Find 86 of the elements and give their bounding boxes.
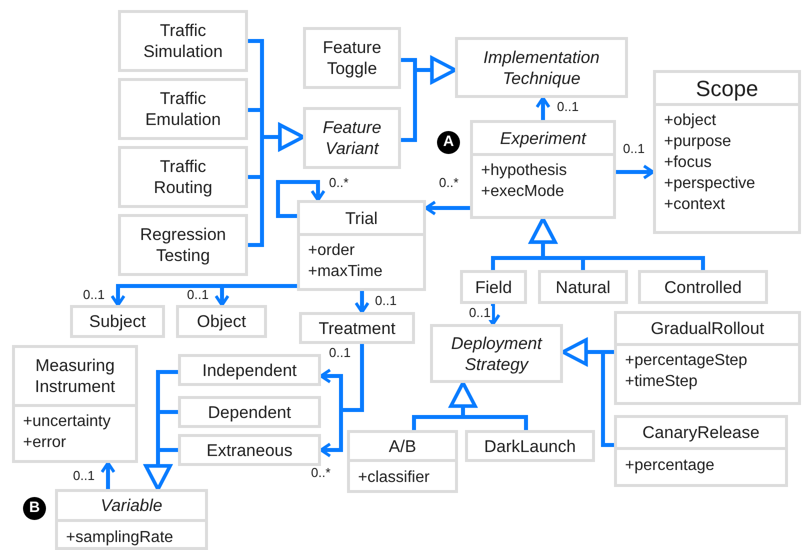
class-box [178,434,321,466]
generalization-arrow [529,217,705,270]
class-name: Natural [556,276,610,298]
class-box [614,311,801,405]
class-box [303,27,401,89]
generalization-arrow [401,56,457,142]
association-arrow [424,200,470,216]
class-name: Feature Variant [322,117,382,159]
multiplicity-label: 0..1 [622,142,646,156]
class-box [465,430,595,462]
class-box [176,305,267,338]
class-name: Traffic Routing [152,156,214,198]
class-box [178,354,321,386]
attribute-list: +hypothesis +execMode [481,160,567,202]
class-box [178,396,321,428]
class-name: A/B [388,436,416,456]
multiplicity-label: 0..* [328,176,350,190]
class-name: Controlled [664,276,742,298]
class-name: Trial [345,208,378,228]
multiplicity-label: 0..1 [72,469,96,483]
association-arrow [354,291,370,314]
class-box [653,70,801,234]
class-box [12,345,138,463]
attribute-list: +classifier [358,467,430,488]
class-box [460,270,527,304]
class-box [299,312,415,344]
class-name: Subject [89,311,146,332]
class-box [455,37,628,98]
class-box [303,107,401,169]
attribute-list: +samplingRate [66,527,174,548]
association-arrow [100,462,116,489]
attribute-list: +uncertainty +error [23,411,111,453]
class-name: Implementation Technique [482,46,601,88]
class-box [430,324,563,383]
class-box [118,214,248,276]
multiplicity-label: 0..1 [82,288,106,302]
association-arrow [276,180,326,218]
attribute-list: +order +maxTime [308,240,383,282]
callout-letter: B [23,497,46,520]
attribute-list: +percentageStep +timeStep [625,350,748,392]
class-box [297,200,426,291]
callout-letter: A [437,131,460,154]
class-box [470,120,616,219]
class-box [118,146,248,208]
class-name: Deployment Strategy [450,332,544,374]
class-name: Experiment [500,128,586,148]
class-box [55,489,208,550]
multiplicity-label: 0..1 [468,306,492,320]
class-name: Measuring Instrument [34,355,116,397]
class-name: CanaryRelease [642,422,760,443]
class-name: Field [475,276,512,298]
class-name: Treatment [318,318,396,338]
class-name: DarkLaunch [484,436,576,456]
attribute-list: +object +purpose +focus +perspective +context [664,110,756,215]
class-name: GradualRollout [650,318,764,339]
class-box [538,270,628,304]
generalization-arrow [248,123,305,247]
class-name: Dependent [208,402,292,422]
class-name: Extraneous [206,440,292,460]
multiplicity-label: 0..1 [328,346,352,360]
multiplicity-label: 0..* [310,466,332,480]
multiplicity-label: 0..1 [186,288,210,302]
generalization-arrow [449,381,528,430]
multiplicity-label: 0..1 [374,294,398,308]
association-arrow [616,164,654,180]
class-name: Regression Testing [140,224,226,266]
class-box [347,430,458,493]
class-name: Object [196,311,246,332]
class-name: Traffic Simulation [142,20,224,62]
class-box [638,270,768,304]
generalization-arrow [144,448,178,491]
generalization-arrow [561,338,614,447]
attribute-list: +percentage [625,455,714,476]
association-arrow [486,304,500,326]
class-name: Variable [100,495,162,516]
class-name: Scope [696,78,758,98]
class-box [118,10,248,72]
multiplicity-label: 0..* [438,176,460,190]
class-box [614,415,788,487]
class-name: Traffic Emulation [144,88,222,130]
multiplicity-label: 0..1 [556,100,580,114]
class-box [70,305,165,338]
class-box [118,78,248,140]
class-name: Independent [202,360,297,380]
association-arrow [536,96,550,120]
class-name: Feature Toggle [322,37,382,79]
